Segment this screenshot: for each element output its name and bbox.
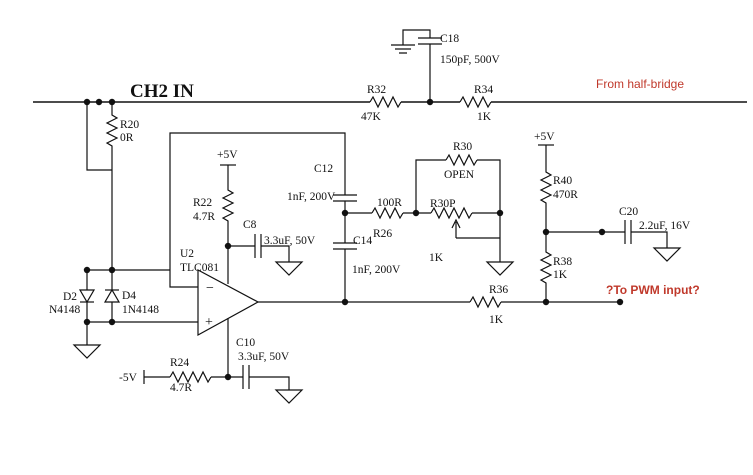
diode-clamp (72, 266, 170, 359)
to-pwm-input-label: ?To PWM input? (606, 283, 700, 297)
d2-ref: D2 (63, 291, 77, 303)
c18-capacitor (391, 29, 442, 102)
c18-ref: C18 (440, 33, 459, 45)
r34-ref: R34 (474, 84, 493, 96)
r22-ref: R22 (193, 197, 212, 209)
r30p-ref: R30P (430, 198, 456, 210)
c8-value: 3.3uF, 50V (264, 235, 316, 247)
r20-resistor (86, 102, 119, 270)
r34-value: 1K (477, 111, 492, 123)
r22-value: 4.7R (193, 211, 215, 223)
r20-value: 0R (120, 132, 134, 144)
d4-ref: D4 (122, 290, 136, 302)
c18-value: 150pF, 500V (440, 54, 500, 66)
r38-ref: R38 (553, 256, 572, 268)
r22-pos5v-label: +5V (217, 149, 238, 161)
ch2-in-title: CH2 IN (130, 81, 194, 102)
opamp-minus-pin: − (206, 281, 214, 296)
r40-pos5v-label: +5V (534, 131, 555, 143)
r36-value: 1K (489, 314, 504, 326)
r36-ref: R36 (489, 284, 508, 296)
d2-value: N4148 (49, 304, 81, 316)
c12-ref: C12 (314, 163, 333, 175)
opamp-plus-pin: + (205, 315, 213, 330)
r30p-value: 1K (429, 252, 444, 264)
c12-c14-capacitors (333, 194, 357, 306)
r24-c10-supply-branch (143, 365, 304, 404)
r22-supply-branch (220, 164, 304, 276)
c14-ref: C14 (353, 235, 372, 247)
c8-ref: C8 (243, 219, 257, 231)
r40-r38-divider (538, 144, 682, 302)
r26-ref: R26 (373, 228, 392, 240)
r40-ref: R40 (553, 175, 572, 187)
c20-value: 2.2uF, 16V (639, 220, 691, 232)
r30-ref: R30 (453, 141, 472, 153)
feedback-wire (169, 132, 346, 270)
r24-neg5v-label: -5V (119, 372, 138, 384)
from-half-bridge-label: From half-bridge (596, 77, 684, 91)
c10-ref: C10 (236, 337, 255, 349)
c14-value: 1nF, 200V (352, 264, 401, 276)
opamp-u2 (169, 258, 260, 376)
u2-value: TLC081 (180, 262, 219, 274)
r32-value: 47K (361, 111, 382, 123)
r40-value: 470R (553, 189, 578, 201)
r20-ref: R20 (120, 119, 139, 131)
c10-value: 3.3uF, 50V (238, 351, 290, 363)
d4-value: 1N4148 (122, 304, 159, 316)
r24-value: 4.7R (170, 382, 192, 394)
c12-value: 1nF, 200V (287, 191, 336, 203)
u2-ref: U2 (180, 248, 194, 260)
r32-ref: R32 (367, 84, 386, 96)
r38-value: 1K (553, 269, 568, 281)
output-wire (258, 295, 624, 309)
r30-value: OPEN (444, 169, 475, 181)
r26-r30-network (345, 153, 515, 276)
r24-ref: R24 (170, 357, 189, 369)
r26-value: 100R (377, 197, 402, 209)
c20-ref: C20 (619, 206, 638, 218)
